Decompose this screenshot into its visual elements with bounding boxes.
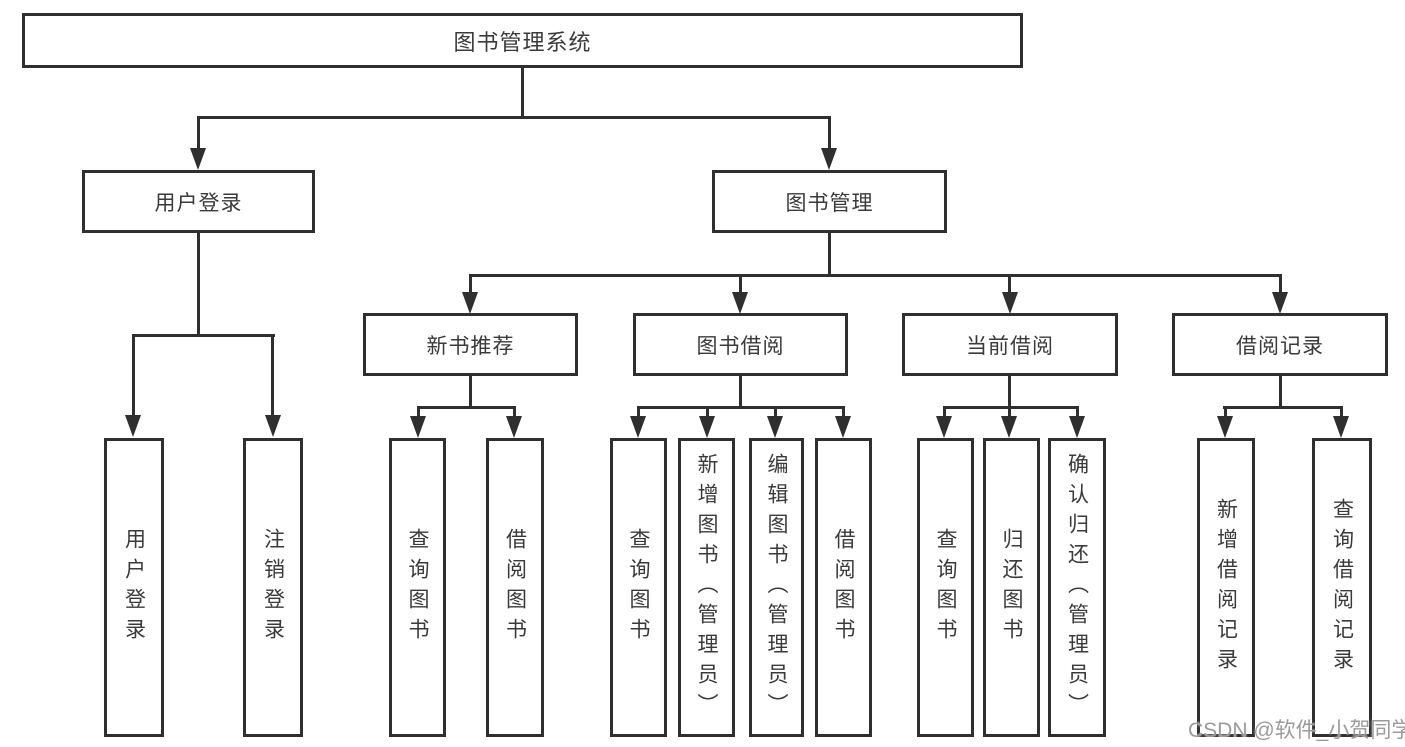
- node-label: 查询图书: [406, 527, 429, 648]
- connector-line: [828, 116, 831, 152]
- leaf-add-borrow-record: 新增借阅记录: [1197, 438, 1255, 737]
- node-label: 查询图书: [934, 527, 957, 648]
- arrowhead-down: [410, 416, 426, 438]
- connector-line: [943, 406, 1079, 409]
- leaf-query-books-current: 查询图书: [917, 438, 974, 737]
- leaf-confirm-return-admin: 确认归还（管理员）: [1048, 438, 1106, 737]
- arrowhead-down: [1069, 416, 1085, 438]
- connector-line: [197, 233, 200, 337]
- node-label: 图书管理: [785, 191, 874, 215]
- node-borrow-records: 借阅记录: [1172, 313, 1388, 376]
- node-label: 借阅图书: [503, 527, 527, 648]
- arrowhead-down: [1001, 416, 1017, 438]
- node-label: 借阅记录: [1236, 334, 1324, 358]
- arrowhead-down: [506, 416, 522, 438]
- connector-line: [1279, 376, 1282, 408]
- node-label: 归还图书: [1000, 527, 1023, 648]
- arrowhead-down: [936, 416, 952, 438]
- connector-line: [521, 68, 524, 118]
- csdn-watermark: CSDN @软件_小贺同学: [1188, 719, 1405, 742]
- node-label: 用户登录: [122, 527, 146, 648]
- arrowhead-down: [767, 416, 783, 438]
- leaf-logout: 注销登录: [243, 438, 303, 737]
- connector-line: [271, 334, 274, 417]
- connector-line: [1223, 406, 1342, 409]
- node-label: 新书推荐: [426, 334, 515, 358]
- node-label: 查询图书: [627, 527, 650, 648]
- arrowhead-down: [462, 292, 478, 314]
- node-label: 查询借阅记录: [1330, 497, 1354, 678]
- arrowhead-down: [125, 415, 141, 437]
- leaf-borrow-books-recommend: 借阅图书: [486, 438, 544, 737]
- leaf-query-books-recommend: 查询图书: [389, 438, 446, 737]
- node-label: 编辑图书（管理员）: [765, 452, 788, 723]
- connector-line: [513, 406, 516, 418]
- node-user-login: 用户登录: [82, 170, 315, 233]
- node-label: 借阅图书: [832, 527, 855, 648]
- node-label: 图书管理系统: [453, 29, 592, 55]
- node-label: 新增借阅记录: [1214, 497, 1238, 678]
- connector-line: [469, 274, 1282, 277]
- connector-line: [469, 274, 472, 294]
- arrowhead-down: [1272, 292, 1288, 314]
- connector-line: [1224, 406, 1227, 418]
- node-label: 用户登录: [154, 191, 243, 215]
- node-label: 图书借阅: [696, 334, 785, 358]
- arrowhead-down: [732, 292, 748, 314]
- connector-line: [1008, 376, 1011, 408]
- connector-line: [1076, 406, 1079, 418]
- connector-line: [417, 406, 516, 409]
- connector-line: [1008, 274, 1011, 294]
- arrowhead-down: [1217, 416, 1233, 438]
- connector-line: [132, 334, 135, 417]
- arrowhead-down: [1333, 416, 1349, 438]
- connector-line: [842, 406, 845, 418]
- connector-line: [417, 406, 420, 418]
- arrowhead-down: [1002, 292, 1018, 314]
- arrowhead-down: [835, 416, 851, 438]
- connector-line: [197, 116, 831, 119]
- connector-line: [739, 376, 742, 408]
- leaf-query-borrow-record: 查询借阅记录: [1312, 438, 1372, 737]
- connector-line: [1340, 406, 1343, 418]
- leaf-add-books-admin: 新增图书（管理员）: [678, 438, 735, 737]
- leaf-return-books: 归还图书: [983, 438, 1040, 737]
- arrowhead-down: [190, 148, 206, 170]
- leaf-borrow-books: 借阅图书: [815, 438, 872, 737]
- node-label: 当前借阅: [966, 334, 1054, 358]
- connector-line: [132, 334, 275, 337]
- arrowhead-down: [821, 148, 837, 170]
- node-book-borrow: 图书借阅: [633, 313, 848, 376]
- connector-line: [1279, 274, 1282, 294]
- connector-line: [943, 406, 946, 418]
- connector-line: [706, 406, 709, 418]
- connector-line: [1008, 406, 1011, 418]
- leaf-edit-books-admin: 编辑图书（管理员）: [749, 438, 804, 737]
- arrowhead-down: [699, 416, 715, 438]
- arrowhead-down: [265, 415, 281, 437]
- connector-line: [828, 233, 831, 277]
- node-book-management: 图书管理: [712, 170, 947, 233]
- connector-line: [197, 116, 200, 152]
- node-label: 新增图书（管理员）: [695, 452, 718, 723]
- connector-line: [637, 406, 845, 409]
- leaf-user-login: 用户登录: [104, 438, 164, 737]
- arrowhead-down: [630, 416, 646, 438]
- node-library-system: 图书管理系统: [22, 13, 1023, 68]
- connector-line: [739, 274, 742, 294]
- node-new-book-recommend: 新书推荐: [363, 313, 578, 376]
- node-label: 确认归还（管理员）: [1065, 452, 1089, 723]
- connector-line: [774, 406, 777, 418]
- node-label: 注销登录: [261, 527, 285, 648]
- connector-line: [469, 376, 472, 408]
- node-current-borrow: 当前借阅: [902, 313, 1118, 376]
- leaf-query-books-borrow: 查询图书: [610, 438, 667, 737]
- connector-line: [637, 406, 640, 418]
